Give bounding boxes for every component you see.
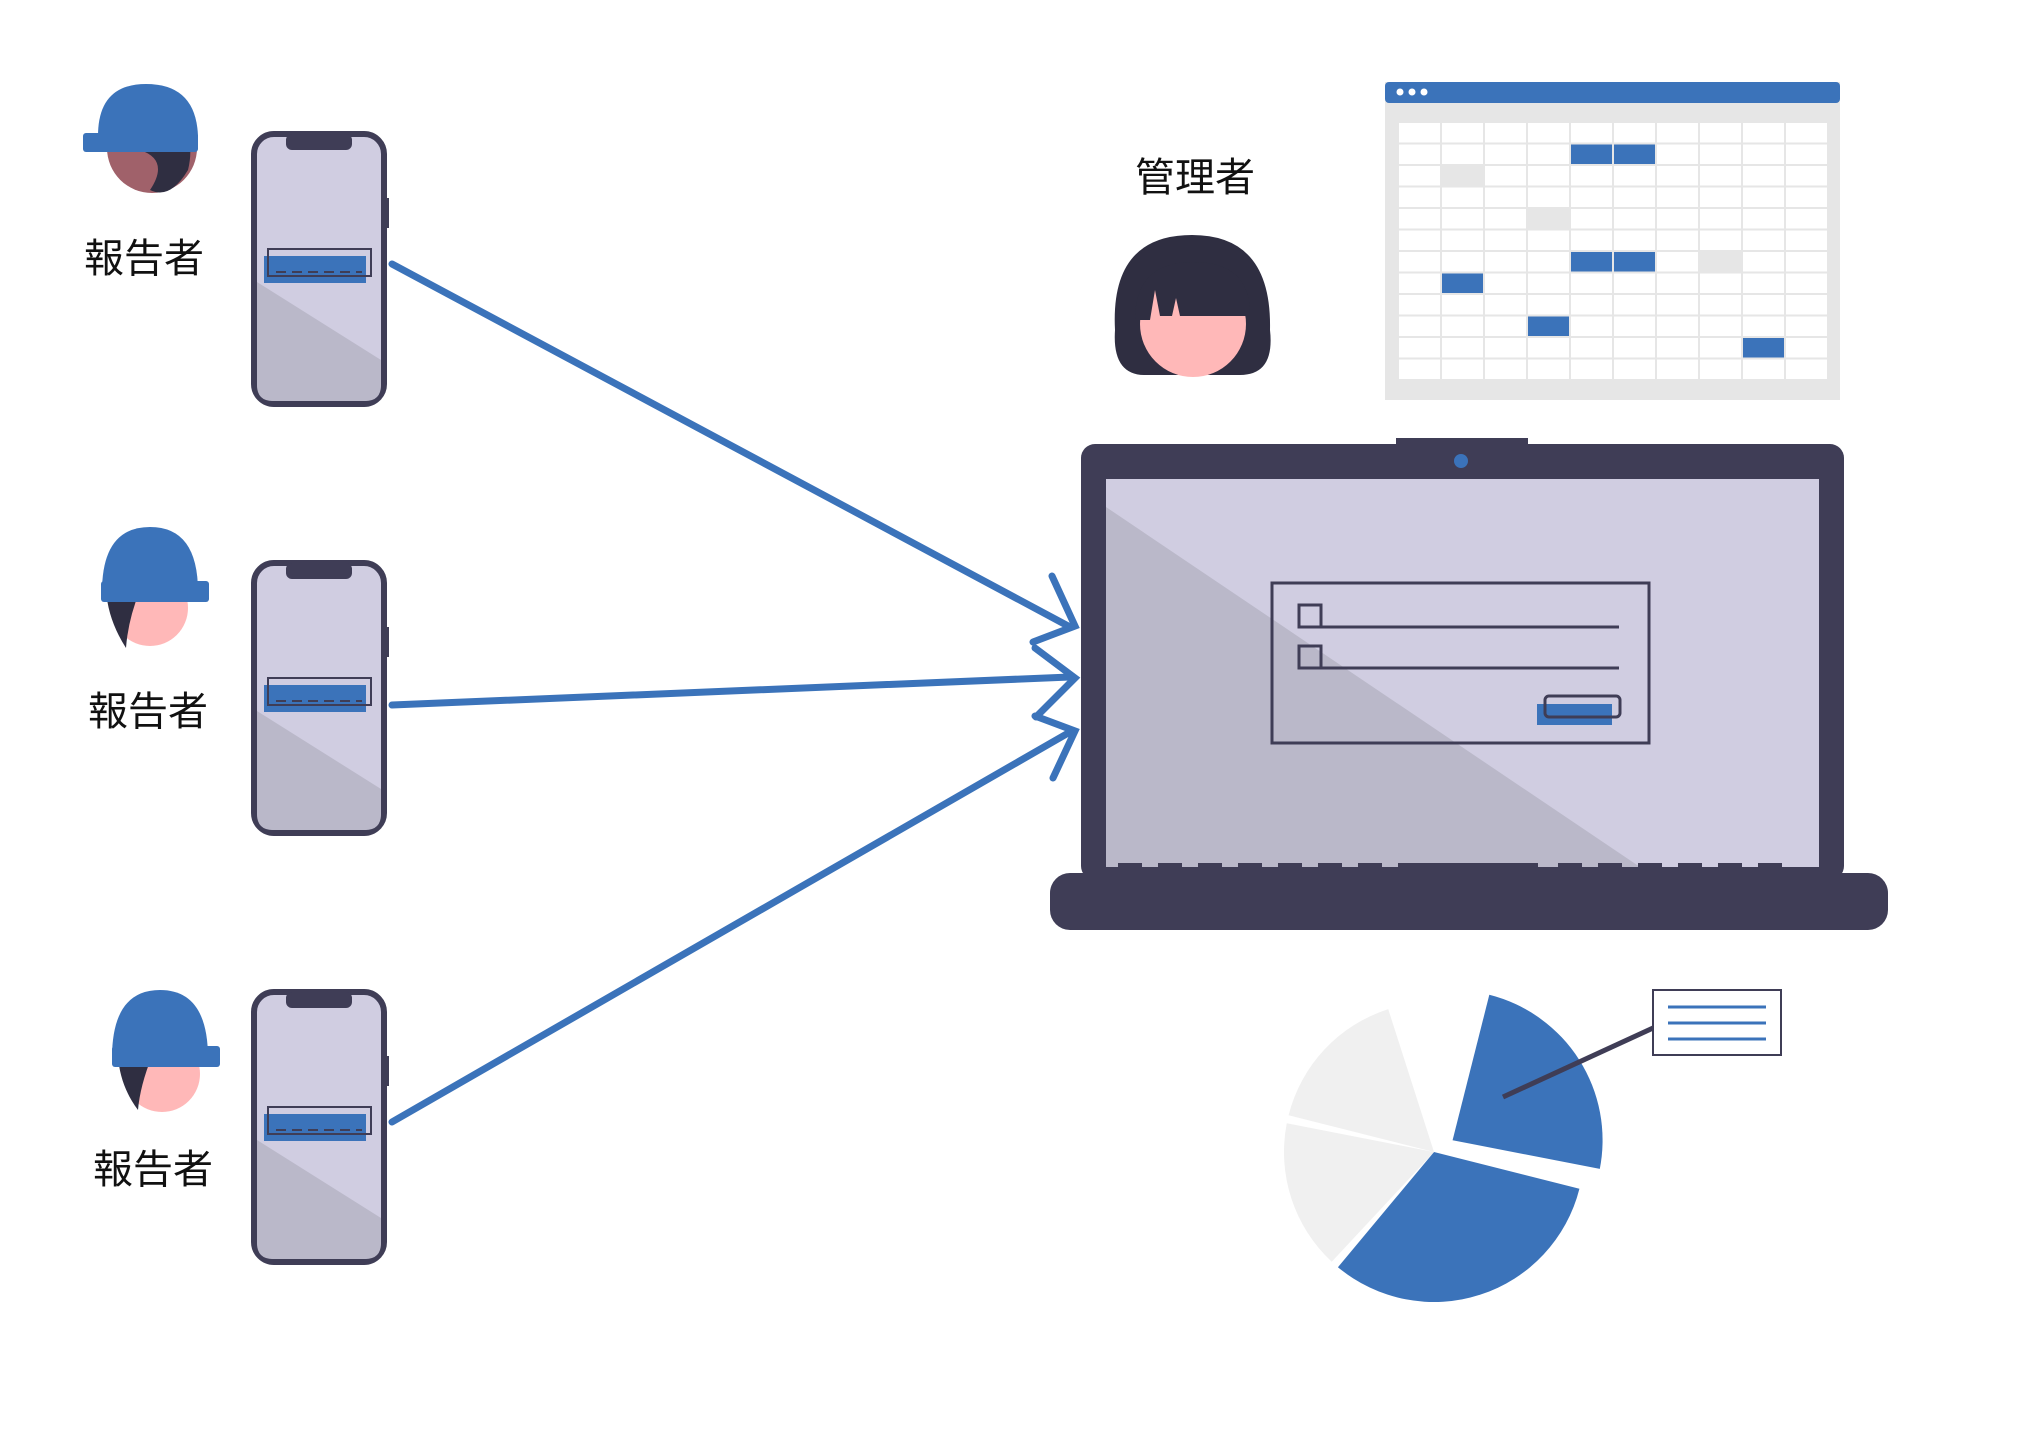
reporter-2: 報告者 (88, 527, 209, 735)
sheet-cell-gray (1441, 165, 1484, 187)
reporter-label: 報告者 (93, 1147, 213, 1193)
spreadsheet-grid (1397, 121, 1829, 381)
manager-avatar-icon (1114, 235, 1271, 377)
webcam (1454, 454, 1468, 468)
arrow-icon (388, 260, 1080, 646)
helmet-brim (83, 133, 198, 152)
helmet (112, 990, 208, 1058)
pie-slice (1283, 1123, 1434, 1262)
arrow-icon (388, 712, 1080, 1126)
reporter-hair (118, 1056, 152, 1110)
sheet-cell-blue (1742, 337, 1785, 359)
worker-helmet-icon (101, 527, 209, 648)
laptop-key (1718, 863, 1742, 873)
laptop-keyboard (1118, 863, 1782, 873)
pie-slice (1288, 1009, 1434, 1152)
helmet-brim (101, 581, 209, 602)
laptop-key (1598, 863, 1622, 873)
laptop-key (1678, 863, 1702, 873)
laptop-key (1318, 863, 1342, 873)
pie-chart-icon (1283, 989, 1782, 1303)
helmet (102, 527, 198, 592)
helmet (98, 84, 198, 136)
pie-leader-line (1501, 1025, 1655, 1100)
sheet-cell-blue (1441, 272, 1484, 294)
sheet-cell-gray (1527, 208, 1570, 230)
reporter-3: 報告者 (93, 990, 220, 1193)
laptop-key (1358, 863, 1382, 873)
smartphone-icon (251, 560, 389, 836)
spreadsheet-icon (1385, 82, 1840, 400)
reporter-1: 報告者 (83, 84, 204, 282)
laptop-key (1198, 863, 1222, 873)
laptop-key (1638, 863, 1662, 873)
manager-label: 管理者 (1135, 155, 1255, 201)
smartphone-icon (251, 131, 389, 407)
reporter-hair (106, 590, 140, 648)
pie-slice (1337, 1152, 1580, 1303)
reporter-label: 報告者 (84, 236, 204, 282)
pie-slice (1452, 994, 1603, 1169)
laptop-key (1398, 863, 1538, 873)
pie-slices (1283, 994, 1603, 1303)
laptop-key (1118, 863, 1142, 873)
laptop-key (1238, 863, 1262, 873)
laptop-icon (1050, 438, 1888, 930)
pie-legend-box (1652, 989, 1782, 1056)
manager: 管理者 (1114, 155, 1271, 377)
laptop-key (1558, 863, 1582, 873)
smartphone-icon (251, 989, 389, 1265)
laptop-key (1278, 863, 1302, 873)
worker-helmet-icon (112, 990, 220, 1112)
sheet-cell-blue (1527, 315, 1570, 337)
worker-helmet-icon (83, 84, 198, 193)
reporter-label: 報告者 (88, 689, 208, 735)
laptop-key (1158, 863, 1182, 873)
arrow-icon (388, 644, 1081, 721)
helmet-brim (112, 1046, 220, 1067)
sheet-cell-gray (1699, 251, 1742, 273)
laptop-key (1758, 863, 1782, 873)
